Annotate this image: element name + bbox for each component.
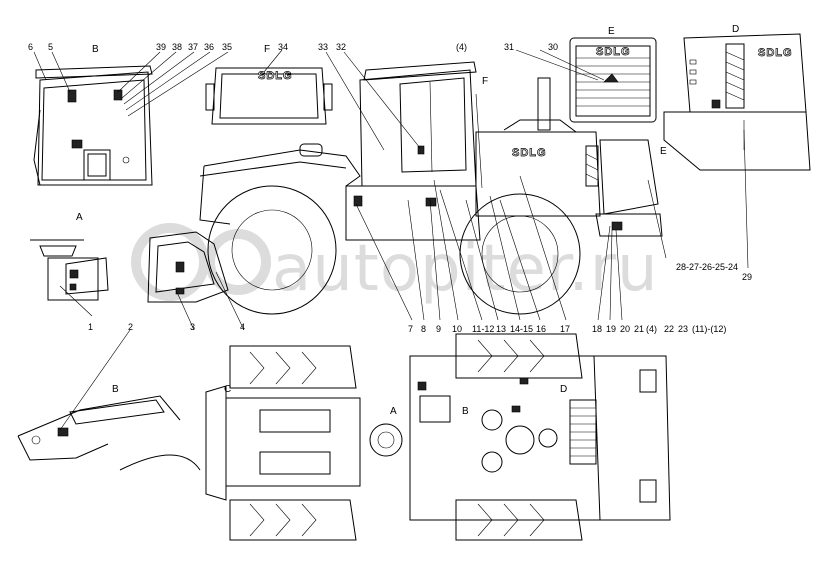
- callout-36: 36: [204, 42, 214, 52]
- view-label-e: E: [608, 26, 615, 37]
- callout-29: 29: [742, 272, 752, 282]
- view-label-a: A: [76, 212, 83, 223]
- callout-38: 38: [172, 42, 182, 52]
- callout-20: 20: [620, 324, 630, 334]
- callout-9: 9: [436, 324, 441, 334]
- view-label-d: D: [732, 24, 739, 35]
- callout-19: 19: [606, 324, 616, 334]
- callout-18: 18: [592, 324, 602, 334]
- callout-16: 16: [536, 324, 546, 334]
- callout-35: 35: [222, 42, 232, 52]
- arm-detail-view: [17, 395, 201, 471]
- callout-17: 17: [560, 324, 570, 334]
- view-label-f: F: [264, 44, 270, 55]
- callout-28-24: 28-27-26-25-24: [676, 262, 738, 272]
- callout-7: 7: [408, 324, 413, 334]
- body-brand: SDLG: [512, 147, 547, 159]
- watermark-logo: autopiter.ru: [131, 223, 659, 306]
- loader-side-view: SDLG: [199, 61, 663, 315]
- callout-33: 33: [318, 42, 328, 52]
- callout-31: 31: [504, 42, 514, 52]
- hood-brand: SDLG: [758, 47, 793, 59]
- callout-13: 13: [496, 324, 506, 334]
- grille-brand: SDLG: [596, 46, 631, 58]
- callout-11-12: 11-12: [472, 324, 494, 334]
- callout-1: 1: [88, 322, 93, 332]
- callout-4: 4: [240, 322, 245, 332]
- callout-5: 5: [48, 42, 53, 52]
- view-arrow-f: F: [482, 76, 488, 87]
- callout-34: 34: [278, 42, 288, 52]
- callout-10: 10: [452, 324, 462, 334]
- view-arrow-c: C: [224, 384, 231, 395]
- callout-14-15: 14-15: [510, 324, 533, 334]
- callout-3: 3: [190, 322, 195, 332]
- callout-6: 6: [28, 42, 33, 52]
- view-arrow-b-top: B: [462, 406, 469, 417]
- view-arrow-e: E: [660, 146, 667, 157]
- bucket-detail-view: [147, 231, 229, 303]
- callout-8: 8: [421, 324, 426, 334]
- callout-23: 23: [678, 324, 688, 334]
- callout-37: 37: [188, 42, 198, 52]
- hood-side-view: SDLG: [663, 33, 811, 171]
- cab-side-view: [33, 65, 153, 186]
- callout-30: 30: [548, 42, 558, 52]
- rear-grille-view: SDLG: [569, 37, 657, 123]
- callout-2: 2: [128, 322, 133, 332]
- view-arrow-a: A: [390, 406, 397, 417]
- cab-rear-brand: SDLG: [258, 70, 293, 82]
- callout-32: 32: [336, 42, 346, 52]
- callout-4-paren: (4): [646, 324, 657, 334]
- view-arrow-d: D: [560, 384, 567, 395]
- view-arrow-b-side: B: [112, 384, 119, 395]
- callout-22: 22: [664, 324, 674, 334]
- callout-39: 39: [156, 42, 166, 52]
- callout-11-12-paren: (11)-(12): [692, 324, 726, 334]
- view-label-b: B: [92, 44, 99, 55]
- watermark-text: autopiter.ru: [272, 232, 659, 306]
- callout-21: 21: [634, 324, 644, 334]
- cab-rear-view: SDLG: [205, 67, 333, 125]
- callout-4-top: (4): [456, 42, 467, 52]
- steering-console-view: [30, 239, 109, 301]
- loader-top-view: [205, 333, 671, 541]
- leader-lines: [33, 49, 749, 431]
